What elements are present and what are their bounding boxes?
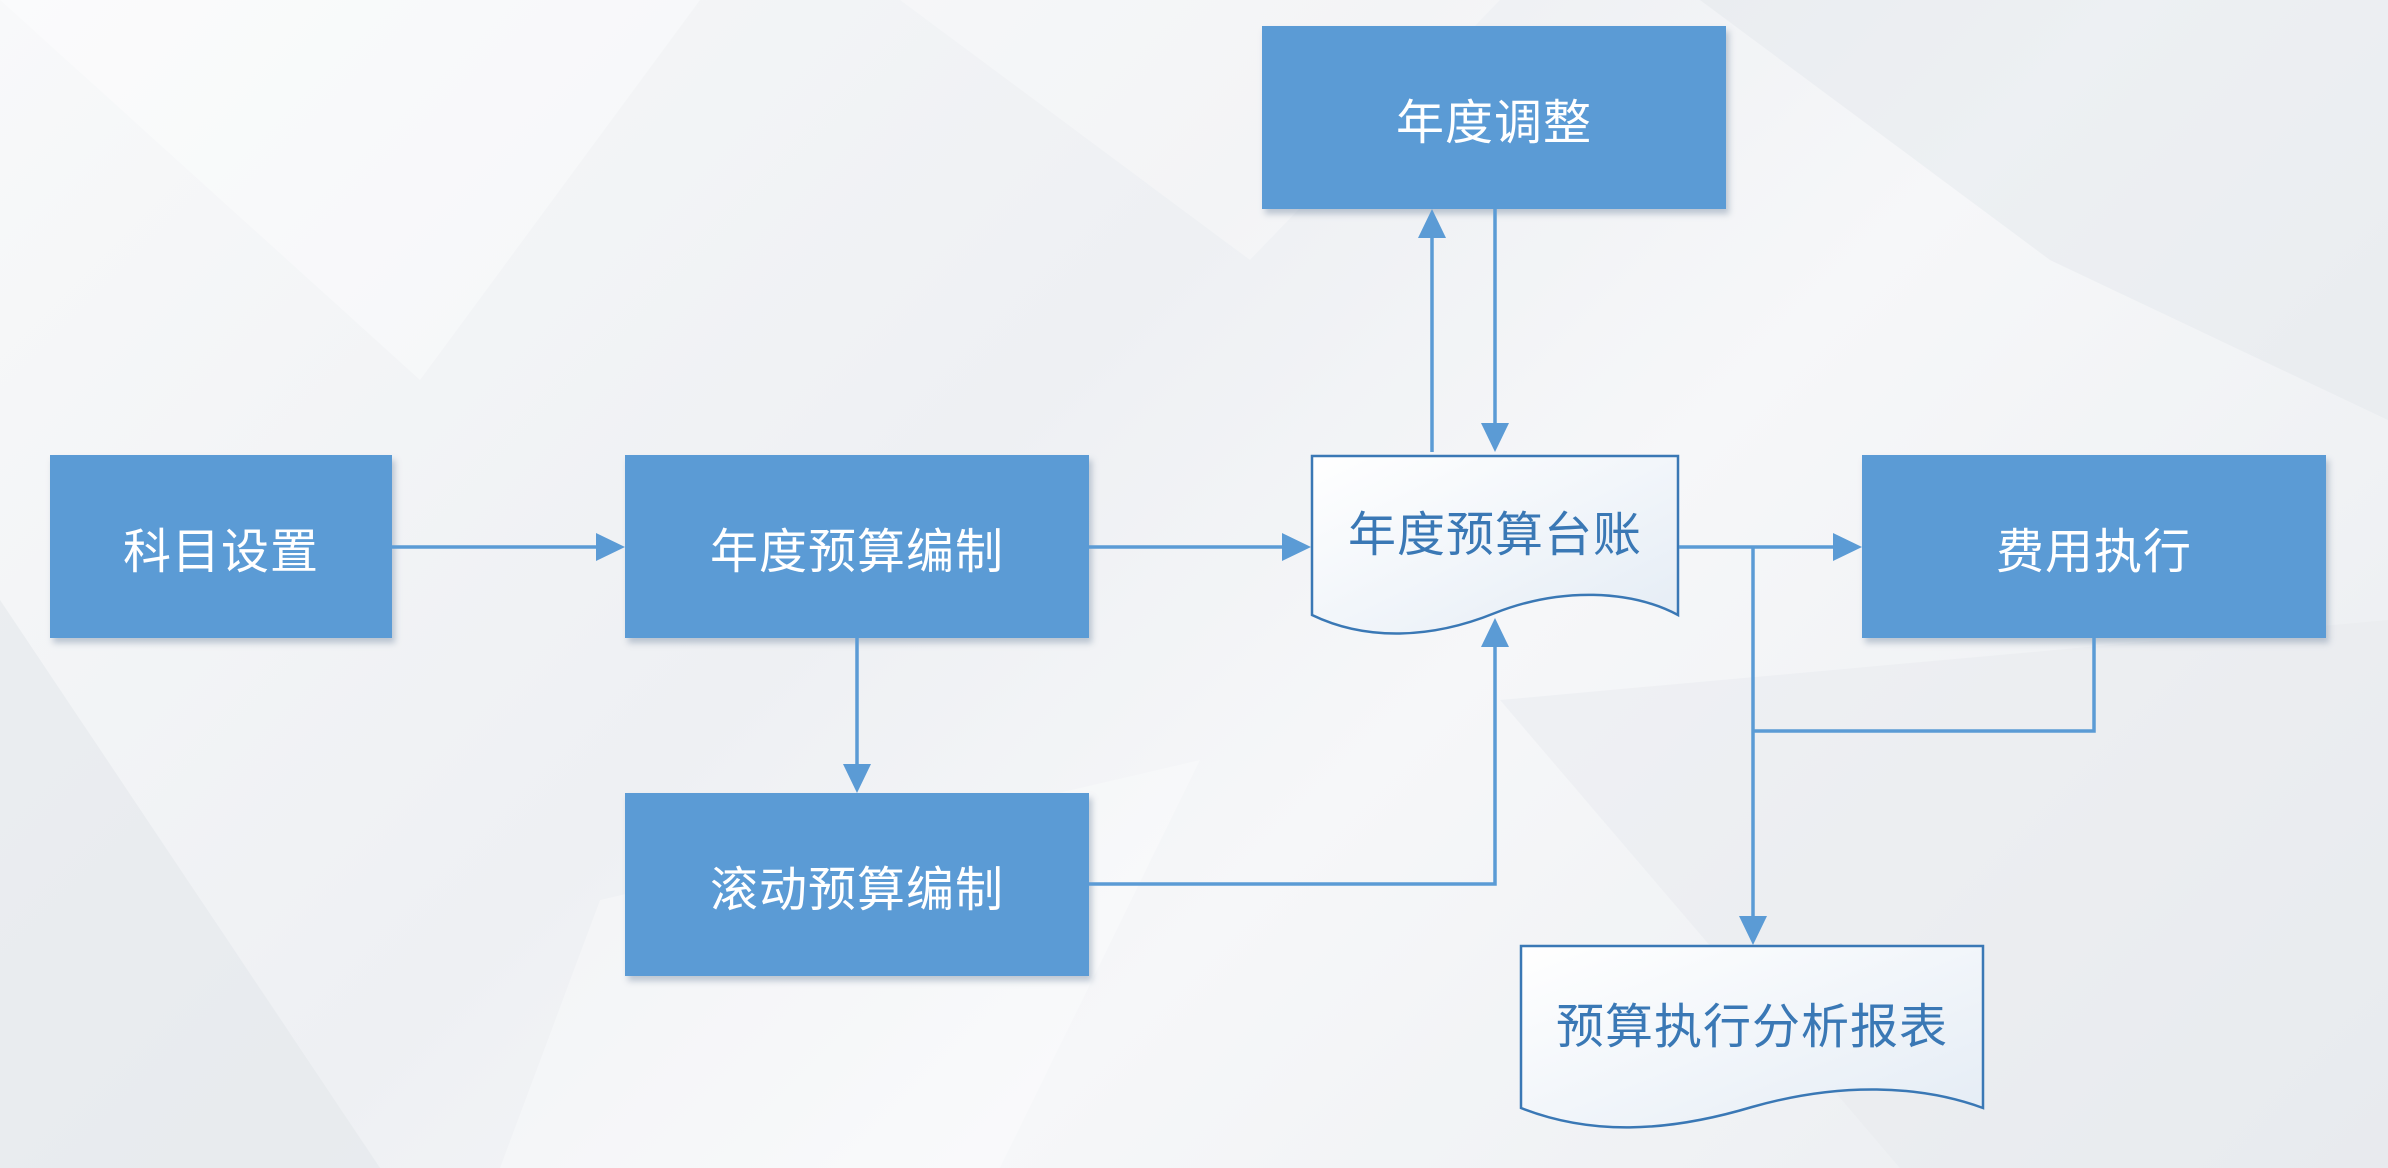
node-annual-budget-ledger: 年度预算台账: [1310, 454, 1680, 641]
node-annual-budget-ledger-label: 年度预算台账: [1347, 507, 1642, 563]
node-expense-execution-label: 费用执行: [1995, 523, 2192, 580]
arrowhead-expense: [1833, 533, 1862, 561]
node-rolling-budget-prep: 滚动预算编制: [625, 793, 1089, 976]
arrowhead-annual-prep: [596, 533, 625, 561]
document-shape: [1310, 454, 1680, 635]
connector-rolling-to-ledger: [1089, 640, 1497, 886]
node-subject-setup: 科目设置: [50, 455, 392, 638]
node-budget-execution-report: 预算执行分析报表: [1519, 944, 1985, 1135]
arrowhead-report: [1739, 916, 1767, 945]
connector-expense-to-report: [1753, 638, 2096, 733]
arrowhead-rolling-prep: [843, 764, 871, 793]
node-annual-adjustment: 年度调整: [1262, 26, 1726, 209]
node-annual-adjustment-label: 年度调整: [1395, 94, 1592, 151]
node-expense-execution: 费用执行: [1862, 455, 2326, 638]
arrowhead-adjustment: [1418, 209, 1446, 238]
arrowhead-ledger-top: [1481, 423, 1509, 452]
node-annual-budget-prep: 年度预算编制: [625, 455, 1089, 638]
node-budget-execution-report-label: 预算执行分析报表: [1555, 999, 1948, 1055]
node-subject-setup-label: 科目设置: [122, 523, 319, 580]
document-shape: [1519, 944, 1985, 1129]
node-annual-budget-prep-label: 年度预算编制: [709, 523, 1004, 580]
arrowhead-ledger-left: [1282, 533, 1311, 561]
node-rolling-budget-prep-label: 滚动预算编制: [709, 861, 1004, 918]
arrowhead-ledger-bottom: [1481, 618, 1509, 647]
